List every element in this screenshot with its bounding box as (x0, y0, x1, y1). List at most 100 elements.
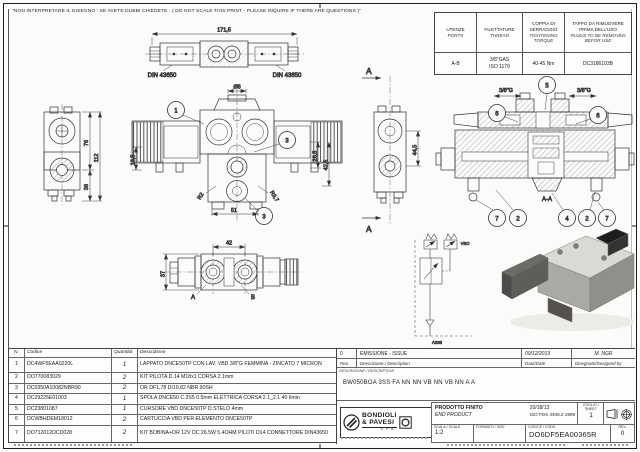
product-description: BW050BOA 3SS FA NN NN VB NN VB NN A A (343, 380, 476, 386)
ports-header-filettature: FILETTATURE THREAD (477, 13, 523, 53)
thread-value-line1: 3/8"GAS (489, 57, 510, 63)
plug-header-en: PLUGS TO BE REMOVED BEFOR USE (570, 33, 626, 44)
part-qty: 1 (112, 358, 138, 373)
balloon-4: 4 (565, 216, 569, 223)
isometric-view (501, 228, 635, 331)
gear-emblem-icon (398, 416, 412, 429)
part-code: DO770083029 (25, 373, 112, 384)
port-a-label: A (191, 295, 195, 301)
side-view: 76 112 36 (43, 104, 102, 205)
col-header-desc: Descrizione (138, 349, 336, 358)
frame-inner-line-right (631, 9, 632, 443)
din-label-right: DIN 43650 (273, 73, 302, 79)
part-num: 4 (9, 394, 25, 405)
sheet-number-cell: FOGLIO / SHEET 1 (577, 402, 605, 426)
part-desc: SPOLA DNCE50 C.3S5 0.5mm ELETTRICA CORSA… (138, 394, 336, 405)
torque-header-it: COPPIA DI SERRAGGIO (529, 21, 558, 32)
part-code: DCWBHDEM18012 (25, 415, 112, 426)
revision-number: 0 (337, 349, 357, 359)
iso-standard-value: ISO FDS 4406.2 1999 (529, 411, 575, 417)
revision-date: 09/12/2013 (522, 349, 572, 359)
part-desc: CURSORE VBD DNCE50TP D.STELO 4mm (138, 405, 336, 415)
col-header-qty: Quantità (112, 349, 138, 358)
no-scale-note: "NON INTERPRETARE IL DISEGNO : SE AVETE … (12, 9, 362, 14)
din-label-left: DIN 43650 (148, 73, 177, 79)
part-desc: KIT BOBINA+OR 12V DC 26.5W 5.4OHM PILOTI… (140, 429, 328, 436)
ports-header-it: UTENZE (446, 26, 465, 32)
end-product-label-en: END PRODUCT (435, 411, 472, 418)
balloon-7-right: 7 (605, 216, 609, 223)
parts-table: N. Codice Quantità Descrizione 1 DC4WF5E… (8, 348, 337, 443)
drawing-code-value: DO6DF5EA00365R (529, 429, 597, 439)
dim-112-label: 112 (94, 154, 100, 163)
balloon-6-left: 6 (495, 111, 499, 118)
balloon-6-right: 6 (596, 113, 600, 120)
end-product-label-it: PRODOTTO FINITO (435, 405, 483, 411)
part-num: 6 (9, 415, 25, 426)
part-qty: 2 (112, 383, 138, 394)
dim-51-label: 51 (231, 208, 237, 214)
dim-r2-label: R2 (197, 192, 206, 201)
plug-header-it: TAPPO DA RIMUOVERE PRIMA DELL'USO (572, 21, 624, 32)
part-num: 1 (9, 358, 25, 373)
thread-header-en: THREAD (490, 33, 509, 38)
description-area: DESCRIZIONE / DESCRIPTION BW050BOA 3SS F… (337, 368, 635, 401)
dim-26-5-label: 26,5 (313, 151, 319, 162)
balloon-2-left: 2 (516, 216, 520, 223)
top-view: DIN 43650 DIN 43650 171,5 (145, 27, 304, 79)
part-num: 7 (9, 425, 25, 442)
title-block: 0 EMISSIONE - ISSUE 09/12/2013 M. NGR Re… (336, 348, 635, 446)
revision-row: 0 EMISSIONE - ISSUE 09/12/2013 M. NGR (337, 349, 635, 359)
section-cut-view: A A 44,5 (362, 66, 421, 234)
part-num: 3 (9, 383, 25, 394)
drawing-code-cell: CODICE / CODE DO6DF5EA00365R (525, 424, 612, 443)
col-header-code: Codice (25, 349, 112, 358)
rev-label: REV. (618, 425, 627, 429)
ports-header-utenze: UTENZE PORTS (435, 13, 477, 53)
ports-header-coppia: COPPIA DI SERRAGGIO TIGHTENING TORQUE (523, 13, 565, 53)
revision-description: EMISSIONE - ISSUE (357, 349, 522, 359)
part-qty: 1 (112, 404, 138, 415)
port-b-label: B (251, 295, 255, 301)
company-logo: BONDIOLI & PAVESI S.P.A. (340, 407, 435, 438)
desc-col-header: Descrizione / Description (357, 359, 522, 368)
dim-36-label: 36 (84, 184, 90, 190)
part-code: DC4WF5EAA0220L (25, 358, 112, 373)
part-desc: KIT PILOTA D.14 M18x1 CORSA 2.1mm (138, 373, 336, 384)
code-label: CODICE / CODE (528, 425, 556, 429)
cleanliness-class-value: 20/18/13 (529, 405, 550, 411)
ports-header-en: PORTS (447, 33, 464, 38)
dim-width-label: 171,5 (217, 28, 231, 34)
plug-code-value: DC3186103B (565, 53, 631, 74)
company-name-line2: & PAVESI (362, 419, 397, 428)
description-label: DESCRIZIONE / DESCRIPTION (339, 369, 395, 373)
col-header-num: N. (9, 349, 25, 358)
scale-value: 1:2 (435, 429, 444, 436)
ports-header-tappo: TAPPO DA RIMUOVERE PRIMA DELL'USO PLUGS … (565, 13, 631, 53)
balloon-2-right: 2 (585, 216, 589, 223)
dim-hole-label: Ø8 (233, 85, 240, 91)
balloon-1: 1 (174, 108, 178, 115)
fine-print-bar (341, 437, 427, 439)
dim-44-5-label: 44,5 (413, 145, 419, 156)
part-num: 2 (9, 373, 25, 384)
thread-value: 3/8"GAS ISO 1179 (477, 53, 523, 74)
first-angle-symbol-icon (621, 408, 632, 420)
torque-value: 40-45 Nm (523, 53, 565, 74)
dim-42-label: 42 (226, 241, 232, 247)
sheet-label: FOGLIO / SHEET (583, 403, 599, 411)
part-desc: OR DF1,78 DI10,82 NBR 90SH (138, 384, 336, 394)
scale-cell: SCALA / SCALE 1:2 (431, 424, 475, 443)
ports-table: UTENZE PORTS FILETTATURE THREAD COPPIA D… (434, 12, 632, 75)
revision-header-row: Rev. Descrizione / Description Data/Date… (337, 359, 635, 368)
part-desc: CARTUCCIA VBD PER ELEMENTO DNCE50TP (138, 415, 336, 426)
part-code: DC0350A10082NBR90 (25, 383, 112, 394)
revision-author: M. NGR (572, 349, 635, 359)
thread-right-label: 3/8"G (577, 88, 591, 94)
date-col-header: Data/Date (522, 359, 572, 368)
torque-value-text: 40-45 Nm (532, 60, 555, 67)
format-cell: FORMATO / SIZE (473, 424, 527, 443)
frame-inner-line-left (8, 9, 9, 443)
